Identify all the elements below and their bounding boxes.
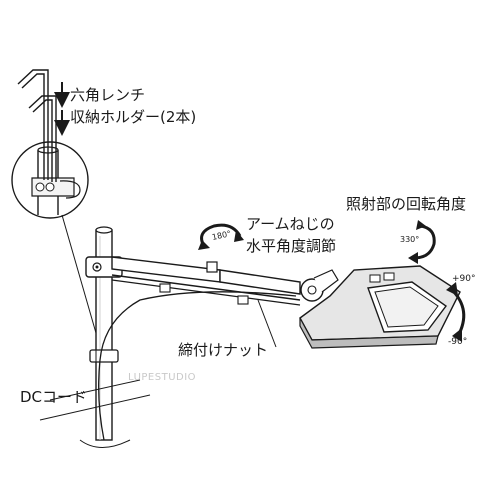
dc-cord-label: DCコード bbox=[20, 388, 88, 406]
arm-segment-upper bbox=[111, 256, 301, 306]
tilt-down-value: -90° bbox=[448, 337, 468, 347]
hex-wrench-label: 六角レンチ bbox=[70, 86, 146, 104]
light-rotation-label: 照射部の回転角度 bbox=[346, 195, 467, 213]
inset-leader-line bbox=[61, 214, 99, 341]
dc-cord-line bbox=[98, 291, 297, 441]
desk-surface bbox=[39, 379, 151, 448]
cord-clip bbox=[89, 349, 119, 363]
tilt-arrow-icon bbox=[446, 282, 466, 342]
watermark-text: LUPESTUDIO bbox=[128, 372, 197, 383]
head-joint bbox=[300, 269, 339, 302]
tilt-up-value: +90° bbox=[452, 274, 476, 284]
rotation-180-icon bbox=[198, 223, 244, 250]
hex-wrench-icon bbox=[17, 69, 57, 182]
clamp-nut-label: 締付けナット bbox=[178, 341, 269, 359]
hex-wrench-inset bbox=[11, 141, 89, 219]
clamp-nut-leader bbox=[257, 299, 277, 348]
rotation-330-icon bbox=[408, 220, 436, 264]
horizontal-angle-label: 水平角度調節 bbox=[246, 237, 337, 255]
head-angle-value: 330° bbox=[400, 235, 420, 244]
magnifier-head bbox=[299, 265, 461, 349]
arm-screw-label: アームねじの bbox=[246, 215, 335, 233]
storage-holder-label: 収納ホルダー(2本) bbox=[70, 108, 197, 126]
